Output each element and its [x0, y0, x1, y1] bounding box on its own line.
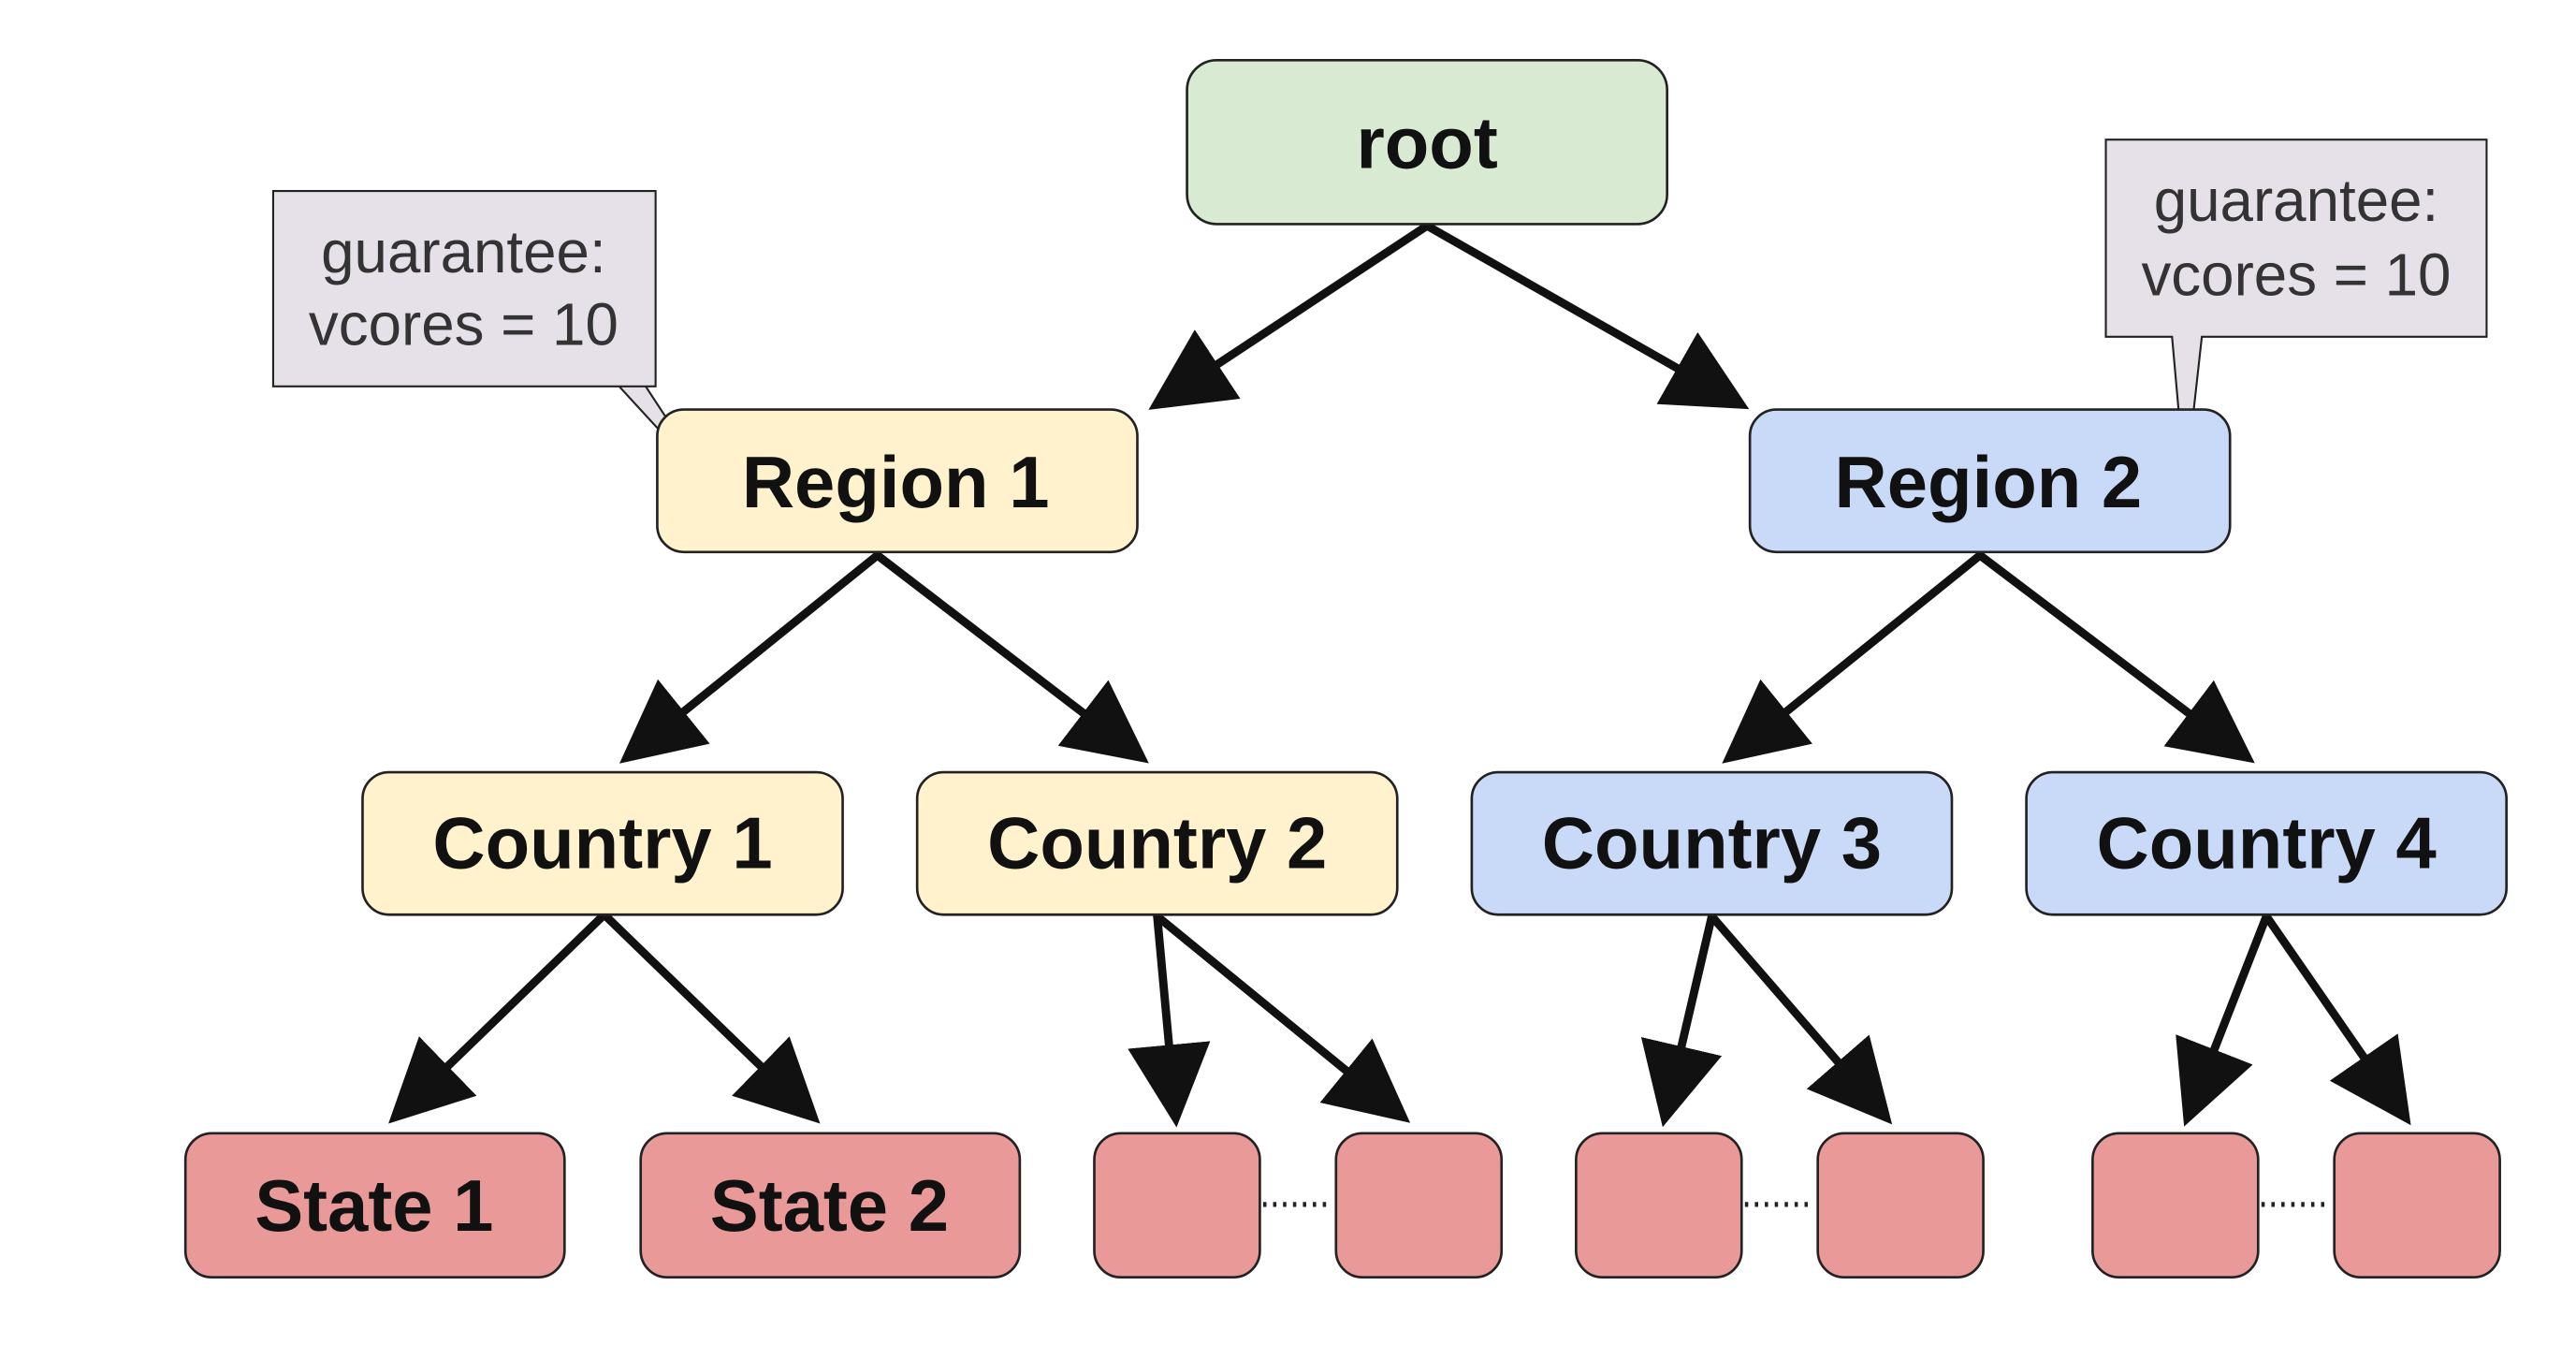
node-country-2: Country 2 — [915, 770, 1399, 916]
leaf-group-country-4 — [2091, 1132, 2501, 1279]
edge-root-region-1 — [1148, 221, 1432, 410]
node-root-box — [1186, 58, 1668, 226]
note-region-1-shape — [271, 190, 713, 489]
node-country-4-label: Country 4 — [2097, 804, 2437, 884]
node-state-1-label: State 1 — [255, 1166, 493, 1247]
leaf-node — [1575, 1132, 1743, 1279]
edge-country-3-leaf-1 — [1640, 912, 1723, 1128]
note-region-2-line1: guarantee: — [2154, 168, 2439, 234]
edge-country-4-leaf-1 — [2176, 912, 2271, 1127]
node-region-2: Region 2 — [1748, 408, 2232, 554]
edge-region-2-country-3 — [1722, 550, 1985, 764]
node-country-1: Country 1 — [361, 770, 844, 916]
node-region-1: Region 1 — [656, 408, 1139, 554]
note-region-1-line2: vcores = 10 — [309, 292, 619, 358]
edges — [388, 221, 2411, 1128]
leaf-node — [2333, 1132, 2501, 1279]
node-state-2-box — [639, 1132, 1022, 1279]
edge-country-1-state-2 — [600, 910, 821, 1124]
node-region-2-box — [1748, 408, 2232, 554]
leaf-node — [1093, 1132, 1261, 1279]
edge-root-region-2 — [1422, 221, 1750, 410]
node-country-1-label: Country 1 — [432, 804, 772, 884]
node-country-3: Country 3 — [1470, 770, 1954, 916]
note-region-2-line2: vcores = 10 — [2141, 242, 2451, 309]
node-country-3-label: Country 3 — [1542, 804, 1882, 884]
node-country-1-box — [361, 770, 844, 916]
edge-region-1-country-1 — [619, 550, 882, 764]
note-region-1-line1: guarantee: — [321, 219, 606, 285]
node-country-3-box — [1470, 770, 1954, 916]
leaf-node — [2091, 1132, 2260, 1279]
edge-country-3-leaf-2 — [1708, 912, 1893, 1125]
node-region-1-box — [656, 408, 1139, 554]
node-root-label: root — [1356, 103, 1497, 183]
node-state-1-box — [183, 1132, 566, 1279]
node-country-2-box — [915, 770, 1399, 916]
note-region-1: guarantee: vcores = 10 — [271, 190, 713, 489]
edge-region-1-country-2 — [873, 550, 1149, 764]
leaf-group-country-2 — [1093, 1132, 1504, 1279]
node-root: root — [1186, 58, 1668, 226]
node-region-1-label: Region 1 — [742, 443, 1050, 523]
node-state-2-label: State 2 — [710, 1166, 949, 1247]
edge-country-4-leaf-2 — [2262, 912, 2411, 1126]
edge-region-2-country-4 — [1975, 550, 2255, 764]
edge-country-2-leaf-2 — [1153, 912, 1411, 1123]
node-country-2-label: Country 2 — [987, 804, 1327, 884]
leaf-node — [1816, 1132, 1985, 1279]
edge-country-2-leaf-1 — [1128, 912, 1211, 1128]
edge-country-1-state-1 — [388, 910, 609, 1124]
node-country-4: Country 4 — [2025, 770, 2509, 916]
node-state-1: State 1 — [183, 1132, 566, 1279]
node-region-2-label: Region 2 — [1835, 443, 2143, 523]
node-state-2: State 2 — [639, 1132, 1022, 1279]
leaf-group-country-3 — [1575, 1132, 1985, 1279]
leaf-node — [1334, 1132, 1504, 1279]
node-country-4-box — [2025, 770, 2509, 916]
note-region-2: guarantee: vcores = 10 — [2104, 139, 2488, 487]
